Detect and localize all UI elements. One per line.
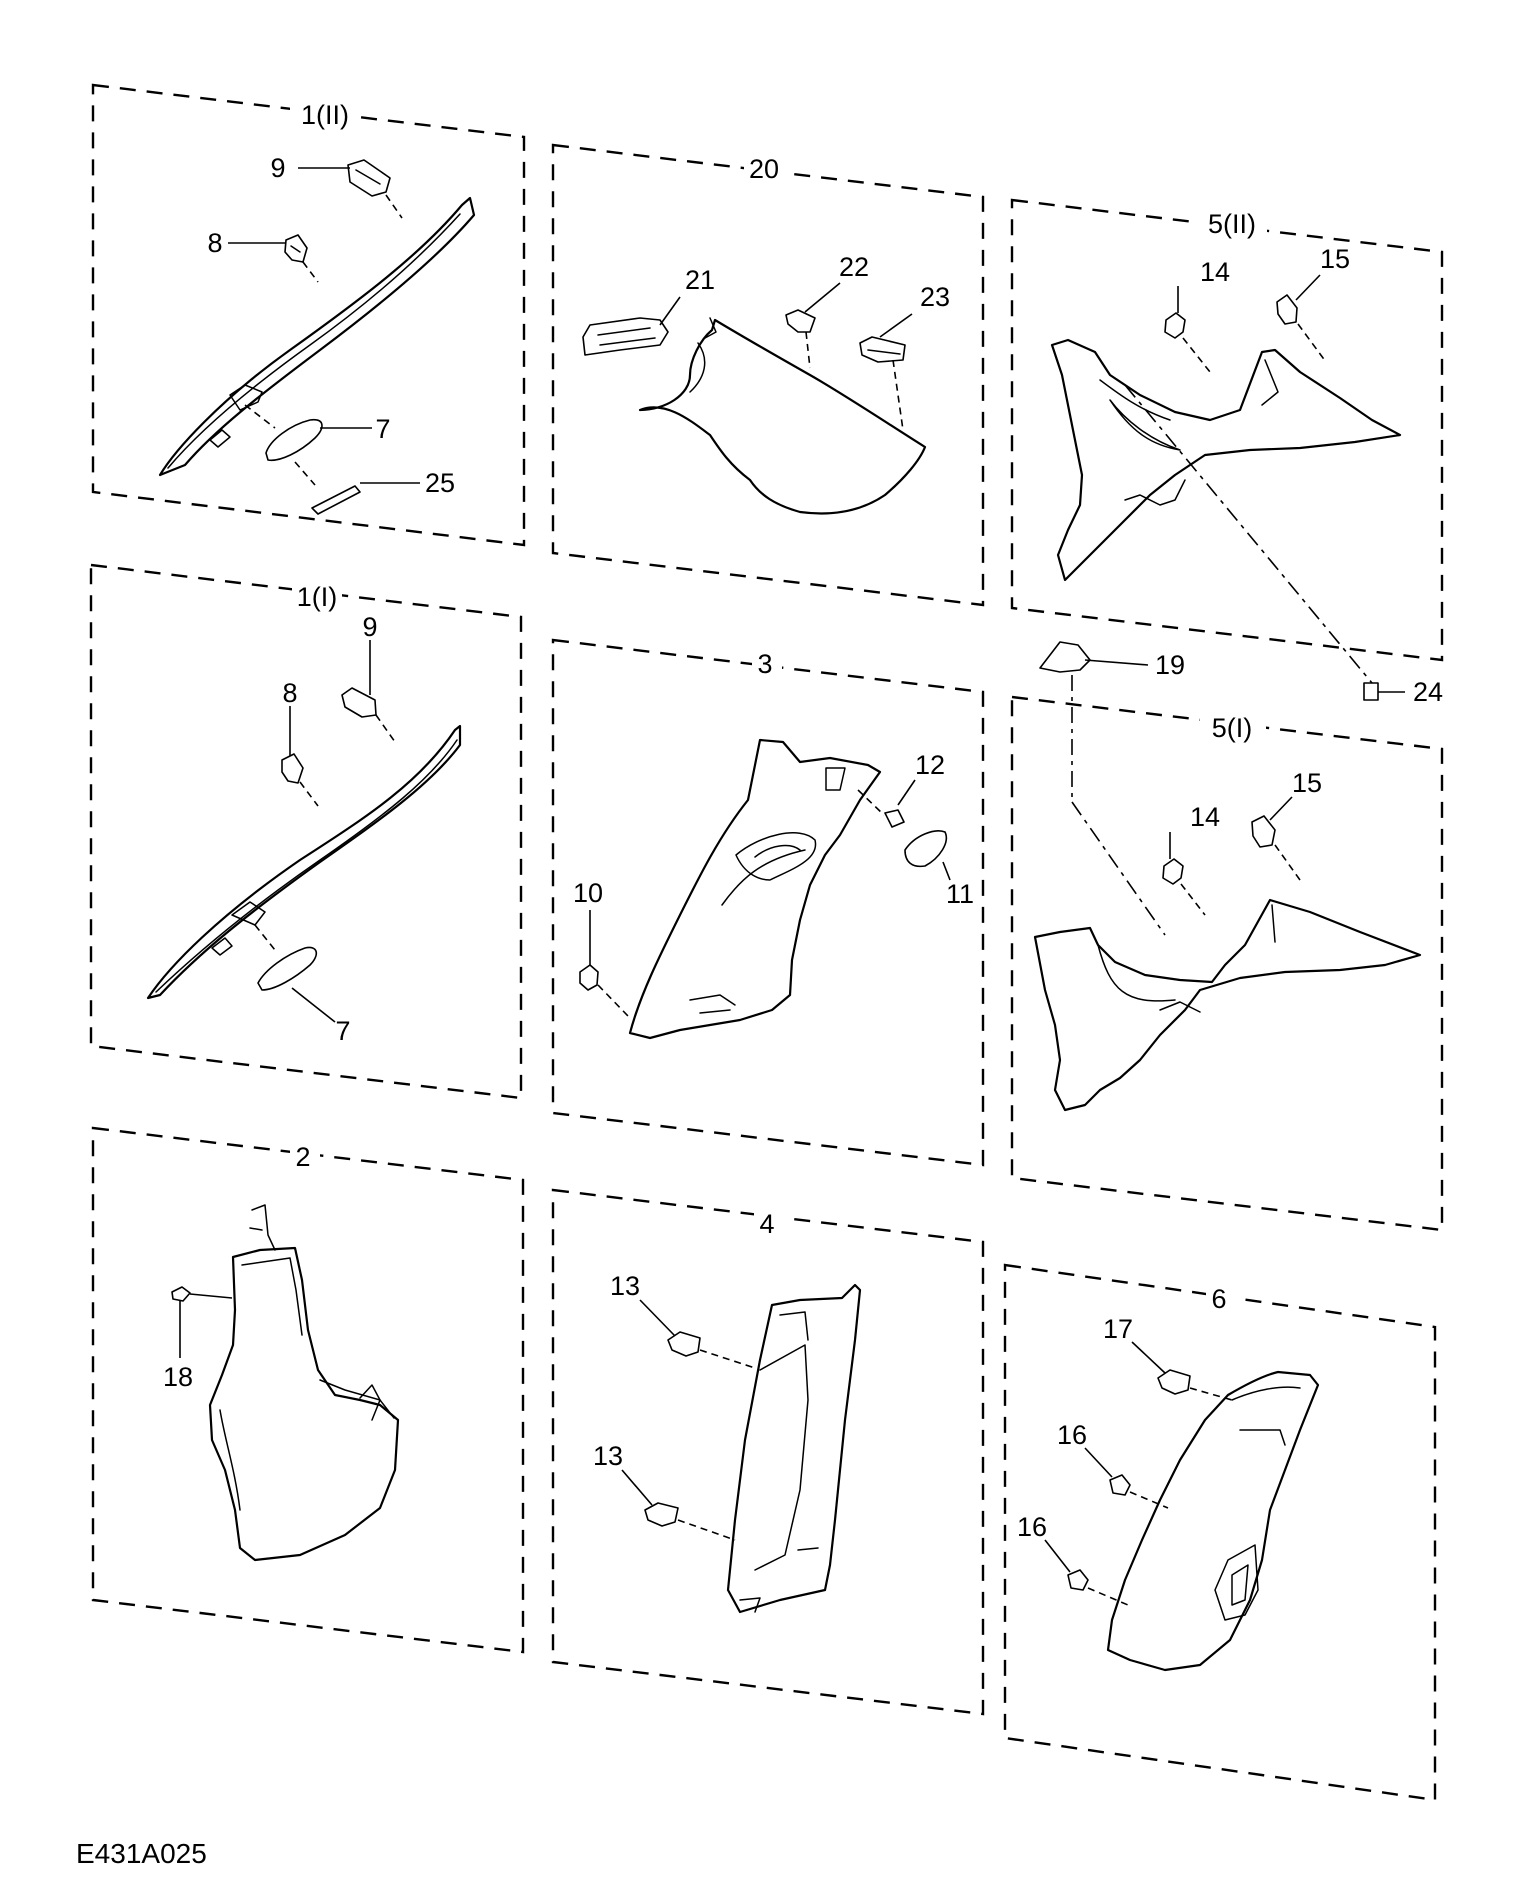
pillar-trim-5-ii-assembly — [1050, 274, 1402, 582]
part-2-lower-trim-assembly — [171, 1204, 400, 1562]
callout-18: 18 — [163, 1362, 193, 1392]
group-label-1-ii: 1(II) — [301, 100, 349, 130]
box-1-ii — [91, 83, 526, 547]
part-10-clip — [579, 964, 599, 991]
part-2-lower-trim-panel — [208, 1246, 400, 1562]
callout-13-upper: 13 — [610, 1271, 640, 1301]
callouts-box-5-i: 14 15 — [1190, 768, 1322, 832]
b-pillar-upper-assembly — [579, 738, 951, 1040]
callouts-box-20: 21 22 23 — [685, 252, 950, 312]
callout-25: 25 — [425, 468, 455, 498]
callout-22: 22 — [839, 252, 869, 282]
box-3 — [551, 638, 985, 1167]
callout-9: 9 — [270, 153, 285, 183]
callout-17: 17 — [1103, 1314, 1133, 1344]
group-label-1-i: 1(I) — [297, 582, 338, 612]
part-15-clip-alt — [1251, 815, 1276, 848]
part-5-i-trim-panel — [1033, 898, 1422, 1112]
a-pillar-trim-upper-assembly — [158, 159, 476, 515]
part-4-b-pillar-lower-trim — [726, 1283, 862, 1614]
part-15-clip — [1276, 294, 1298, 325]
part-7-cover — [265, 418, 323, 462]
callouts-box-1-i: 9 8 7 — [282, 612, 377, 1046]
pillar-trim-5-i-assembly — [1033, 796, 1422, 1112]
callout-12: 12 — [915, 750, 945, 780]
callouts-box-1-ii: 9 8 7 25 — [207, 153, 455, 498]
callout-24: 24 — [1413, 677, 1443, 707]
callouts-box-5-ii: 14 15 — [1200, 244, 1350, 287]
part-16-clip-lower — [1067, 1569, 1089, 1591]
box-2 — [91, 1126, 525, 1654]
callout-8: 8 — [207, 228, 222, 258]
callout-16-lower: 16 — [1017, 1512, 1047, 1542]
pillar-trim-20-assembly — [582, 282, 927, 515]
callout-19: 19 — [1155, 650, 1185, 680]
part-7-cover-alt — [257, 946, 318, 991]
box-5-ii — [1010, 198, 1444, 662]
callouts-box-3: 12 11 10 — [573, 750, 974, 909]
part-12-screw — [884, 809, 905, 828]
box-4 — [551, 1188, 985, 1716]
callout-15-alt: 15 — [1292, 768, 1322, 798]
callout-14-alt: 14 — [1190, 802, 1220, 832]
group-label-5-ii: 5(II) — [1208, 209, 1256, 239]
part-6-pillar-lower-trim — [1106, 1370, 1320, 1672]
part-23-clip — [859, 336, 906, 363]
group-label-4: 4 — [759, 1209, 774, 1239]
callout-7-alt: 7 — [335, 1016, 350, 1046]
dash-dot-line-24 — [1124, 384, 1373, 684]
part-19-bracket — [1039, 641, 1091, 673]
part-18-clip — [171, 1286, 191, 1302]
figure-reference: E431A025 — [76, 1838, 207, 1869]
part-24-screw — [1363, 682, 1379, 701]
part-6-pillar-lower-assembly — [1044, 1341, 1320, 1672]
callout-11: 11 — [946, 879, 974, 909]
part-17-clip — [1157, 1369, 1191, 1395]
callouts-box-4: 13 13 — [593, 1271, 640, 1471]
part-4-b-pillar-lower-assembly — [621, 1283, 862, 1614]
part-14-clip-alt — [1162, 858, 1184, 885]
callout-7: 7 — [375, 414, 390, 444]
part-22-clip — [785, 309, 816, 333]
box-20 — [551, 143, 985, 607]
part-21-bracket — [582, 317, 669, 356]
group-label-20: 20 — [749, 154, 779, 184]
part-11-cap — [904, 830, 947, 868]
group-label-2: 2 — [295, 1142, 310, 1172]
box-1-i — [89, 563, 523, 1100]
callout-9-alt: 9 — [362, 612, 377, 642]
callout-16-upper: 16 — [1057, 1420, 1087, 1450]
part-13-clip-upper — [667, 1331, 701, 1357]
callout-23: 23 — [920, 282, 950, 312]
group-labels: 1(II) 20 5(II) 1(I) 3 5(I) 2 4 6 — [290, 98, 1267, 1314]
callout-13-lower: 13 — [593, 1441, 623, 1471]
callout-15: 15 — [1320, 244, 1350, 274]
part-25-strip — [311, 485, 361, 515]
callout-10: 10 — [573, 878, 603, 908]
group-label-6: 6 — [1211, 1284, 1226, 1314]
group-boxes — [89, 83, 1444, 1802]
a-pillar-trim-lower-assembly — [146, 640, 462, 1023]
part-5-ii-trim-panel — [1050, 338, 1402, 582]
part-9-clip-alt — [341, 687, 377, 718]
part-14-clip — [1164, 312, 1186, 339]
part-13-clip-lower — [644, 1502, 679, 1527]
group-label-5-i: 5(I) — [1212, 713, 1253, 743]
part-3-b-pillar-trim — [628, 738, 882, 1040]
callouts-box-6: 17 16 16 — [1017, 1314, 1133, 1542]
callout-14: 14 — [1200, 257, 1230, 287]
group-label-3: 3 — [757, 649, 772, 679]
box-6 — [1003, 1263, 1437, 1802]
callout-8-alt: 8 — [282, 678, 297, 708]
part-20-trim-panel — [638, 318, 927, 515]
part-16-clip-upper — [1109, 1474, 1131, 1496]
part-8-clip-alt — [281, 753, 304, 784]
callout-21: 21 — [685, 265, 715, 295]
